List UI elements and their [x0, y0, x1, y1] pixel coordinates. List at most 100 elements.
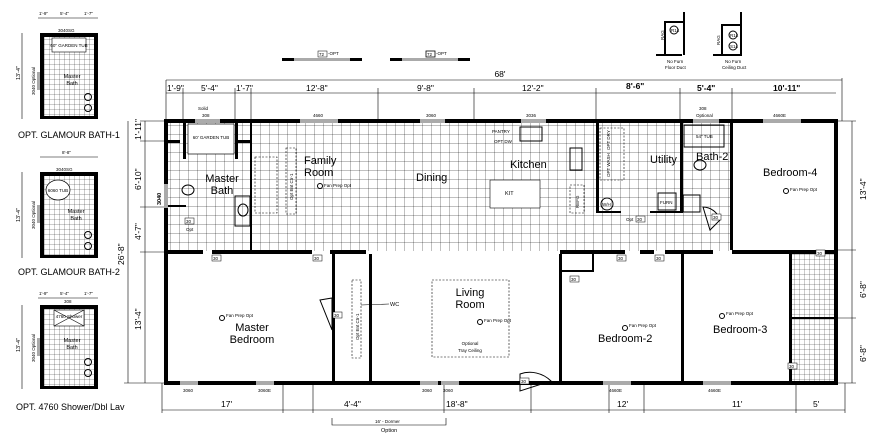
fireplace: [254, 156, 278, 214]
inset-tub: 6060 TUB: [48, 188, 68, 193]
window-label: 3060: [422, 388, 433, 393]
inset-shower: 4760 Shower: [56, 314, 83, 319]
inset-dim-side: 13'-4": [16, 66, 22, 80]
door-tag: 30: [817, 251, 823, 256]
dim-left: 6'-10": [133, 168, 143, 190]
furnace: [657, 192, 677, 211]
closet-door: [319, 297, 333, 331]
room-dining: Dining: [416, 172, 447, 184]
inset-caption: OPT. GLAMOUR BATH-2: [18, 267, 120, 277]
windows: 308 Solid 4660 3060 3036 308 Optional 46…: [157, 106, 801, 393]
dormer-label: 16' - Dormer: [375, 419, 400, 424]
fan-icon: [317, 183, 323, 189]
door-option-1: 72 -OPT: [282, 50, 362, 61]
inset-room-label: Master: [68, 209, 85, 215]
door-tag: 30: [713, 215, 719, 220]
inset-room-label: Bath: [70, 216, 81, 222]
window-label: 4660: [313, 113, 324, 118]
fan-label: Fan Prep Opt: [324, 183, 352, 188]
door-tag: 30: [213, 256, 219, 261]
inset-side-window: 3040 Optional: [31, 334, 36, 362]
dim-left: 13'-4": [133, 308, 143, 330]
door-tags: 30 30 30 Opt 30 30 30 30 30 30 30 30 30 …: [184, 213, 826, 385]
opt-ent-center: [351, 279, 362, 359]
inset-room-label: Bath: [66, 81, 77, 87]
dim-bottom: 11': [732, 399, 743, 409]
tray-label: Optional: [462, 341, 479, 346]
window-label: 4660E: [609, 388, 622, 393]
door-tag: 30: [618, 256, 624, 261]
door-tag: 30: [656, 256, 662, 261]
room-bedroom-3: Bedroom-3: [713, 324, 767, 336]
inset-caption: OPT. GLAMOUR BATH-1: [18, 130, 120, 140]
duct-side: RAG: [716, 35, 721, 45]
window-note: Solid: [198, 106, 209, 111]
fixtures: 60' GARDEN TUB Opt Ent Ctr-1 KIT PANTRY …: [181, 123, 725, 392]
dim-left: 4'-7": [133, 223, 143, 240]
inset-dim: 8'-8": [62, 150, 71, 155]
room-bedroom-2: Bedroom-2: [598, 333, 652, 345]
dim-left: 1'-11": [133, 119, 143, 140]
dim-overall-depth: 26'-8": [116, 243, 126, 265]
inset-dim: 1'-7": [84, 11, 93, 16]
inset-dim-side: 13'-4": [16, 208, 22, 222]
dryer-label: OPT DRY: [606, 130, 611, 150]
refg-label: REFG: [575, 195, 580, 208]
dim-overall-width: 68': [494, 69, 505, 79]
opt-ent-center-label: Opt Ent Ctr-1: [355, 313, 360, 340]
door-tag: 30: [789, 364, 795, 369]
inset-window: 3040SG: [56, 167, 73, 172]
room-family: Family: [304, 155, 337, 167]
fan-label: Fan Prep Opt: [484, 318, 512, 323]
opt-label: Opt: [186, 227, 194, 232]
door-tag: 30: [186, 219, 192, 224]
dim-right: 6'-8": [858, 281, 868, 298]
duct-tag: R14: [671, 28, 680, 33]
inset-dim: 5'-4": [60, 291, 69, 296]
duct-caption: No Furn: [725, 59, 742, 64]
window-label: 3060E: [258, 388, 271, 393]
dim-top: 12'-2": [522, 83, 544, 93]
window-label: 3060: [443, 388, 454, 393]
room-master-bedroom: Bedroom: [230, 334, 275, 346]
range-icon: [569, 147, 583, 171]
entertainment-center: [285, 147, 297, 215]
wc-label: WC: [390, 302, 399, 308]
duct-caption: No Furn: [667, 59, 684, 64]
inset-dim: 1'-9": [39, 291, 48, 296]
dim-top: 10'-11": [773, 83, 800, 93]
inset-glamour-bath-1: 1'-9" 5'-4" 1'-7" 3040 Optional 60" GARD…: [16, 11, 120, 140]
room-bedroom-4: Bedroom-4: [763, 167, 817, 179]
dim-top: 5'-4": [697, 83, 715, 93]
tray-label: Tray Ceiling: [458, 348, 482, 353]
dim-top: 9'-8": [417, 83, 434, 93]
duct-tag: S14: [730, 44, 739, 49]
duct-option-ceiling: R14 S14 RAG No Furn Ceiling Duct: [713, 12, 747, 70]
window-note: Optional: [696, 113, 713, 118]
dim-top: 5'-4": [201, 83, 218, 93]
dim-bottom: 12': [617, 399, 628, 409]
inset-room-label: Master: [64, 338, 81, 344]
furnace-label: FURN: [660, 200, 673, 205]
dim-bottom: 5': [813, 399, 820, 409]
dormer-option: Option: [381, 428, 397, 434]
opt-label: Opt: [626, 217, 634, 222]
inset-dim: 1'-7": [84, 291, 93, 296]
inset-window: 3040SG: [58, 28, 75, 33]
inset-room-label: Master: [64, 74, 81, 80]
inset-tub: 60" GARDEN TUB: [50, 43, 87, 48]
door-tag: 30: [334, 313, 340, 318]
dim-bottom: 4'-4": [344, 399, 361, 409]
duct-option-floor: R14 RAG No Furn Floor Duct: [656, 12, 687, 70]
sink-icon: [682, 194, 701, 213]
room-master-bath: Master: [205, 173, 239, 185]
tray-ceiling: [431, 279, 510, 358]
door-opt: -OPT: [436, 51, 447, 56]
door-tag: 30: [571, 277, 577, 282]
dim-top: 12'-8": [306, 83, 328, 93]
room-bath-2: Bath-2: [696, 151, 728, 163]
dim-right: 6'-8": [858, 345, 868, 362]
room-living: Room: [455, 299, 484, 311]
dim-top: 1'-9": [167, 83, 184, 93]
fan-icon: [477, 319, 483, 325]
